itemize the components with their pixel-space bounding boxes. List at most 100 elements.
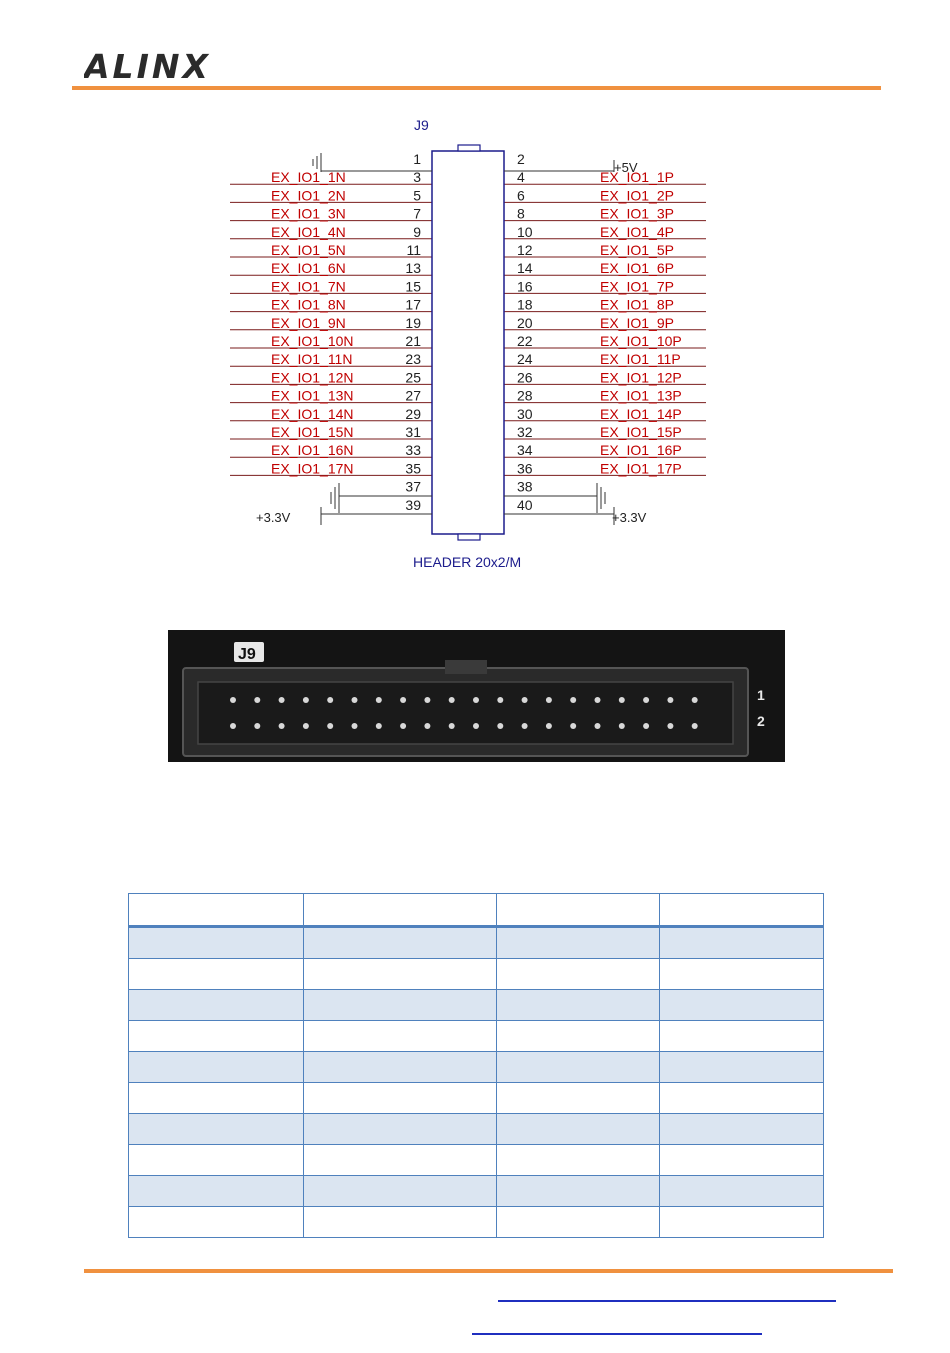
table-cell — [303, 989, 497, 1021]
net-label-right: EX_IO1_17P — [600, 460, 682, 476]
connector-pin — [302, 697, 309, 703]
table-cell — [659, 1051, 824, 1083]
pin-number-left: 33 — [405, 442, 421, 458]
connector-pin — [545, 723, 552, 729]
pin-number-right: 38 — [517, 479, 533, 495]
pin-number-left: 21 — [405, 333, 421, 349]
connector-pins — [230, 697, 698, 729]
connector-pin — [473, 723, 479, 729]
table-cell — [303, 1082, 497, 1114]
connector-pin — [302, 723, 309, 729]
connector-pin — [327, 723, 334, 729]
connector-pin — [400, 723, 407, 729]
footer-rule — [84, 1269, 893, 1273]
table-cell — [128, 1082, 304, 1114]
connector-pin — [448, 697, 455, 703]
connector-pin — [691, 697, 698, 703]
pin-number-left: 37 — [405, 479, 421, 495]
net-label-left: EX_IO1_15N — [271, 424, 354, 440]
table-cell — [659, 1113, 824, 1145]
connector-pin — [473, 697, 479, 703]
alinx-logo: ALINX — [84, 47, 211, 86]
header-body — [431, 150, 505, 535]
net-label-right: EX_IO1_1P — [600, 169, 674, 185]
pin-number-left: 11 — [406, 242, 421, 258]
connector-pin — [424, 697, 431, 703]
footer-link-underline-1[interactable] — [498, 1300, 836, 1302]
header-rule — [72, 86, 881, 90]
connector-pin — [424, 723, 431, 729]
table-cell — [659, 989, 824, 1021]
table-cell — [128, 1144, 304, 1176]
net-label-right: EX_IO1_7P — [600, 278, 674, 294]
pin-number-right: 14 — [517, 260, 533, 276]
pin-number-left: 19 — [405, 315, 421, 331]
net-label-right: EX_IO1_6P — [600, 260, 674, 276]
net-label-right: EX_IO1_2P — [600, 187, 674, 203]
table-cell — [659, 926, 824, 959]
pin-number-right: 28 — [517, 388, 533, 404]
connector-pin — [375, 723, 382, 729]
connector-pin — [643, 697, 650, 703]
table-cell — [496, 1082, 660, 1114]
pin-number-left: 31 — [405, 424, 421, 440]
net-label-left: EX_IO1_4N — [271, 224, 346, 240]
table-cell — [659, 1175, 824, 1207]
connector-pin — [497, 723, 504, 729]
net-label-right: EX_IO1_5P — [600, 242, 674, 258]
ground-symbol-right — [504, 483, 615, 525]
net-label-left: EX_IO1_14N — [271, 406, 354, 422]
pin-number-right: 22 — [517, 333, 533, 349]
net-label-left: EX_IO1_7N — [271, 278, 346, 294]
table-cell — [128, 1206, 304, 1238]
table-cell — [496, 958, 660, 990]
pin-number-left: 5 — [413, 187, 421, 203]
table-cell — [303, 1051, 497, 1083]
table-cell — [303, 1020, 497, 1052]
net-label-left: EX_IO1_17N — [271, 460, 354, 476]
power-3v3-left-label: +3.3V — [256, 510, 291, 525]
table-cell — [128, 989, 304, 1021]
table-cell — [496, 1020, 660, 1052]
net-label-right: EX_IO1_15P — [600, 424, 682, 440]
table-cell — [128, 926, 304, 959]
pin-number-left: 15 — [405, 278, 421, 294]
table-cell — [303, 1113, 497, 1145]
pin-number-left: 25 — [405, 369, 421, 385]
connector-pin — [375, 697, 382, 703]
net-label-left: EX_IO1_3N — [271, 206, 346, 222]
table-cell — [303, 1175, 497, 1207]
pin-number-right: 2 — [517, 151, 525, 167]
connector-pin — [521, 697, 528, 703]
j9-board-photo: J9 1 2 — [168, 630, 785, 762]
pin-number-right: 34 — [517, 442, 533, 458]
table-cell — [128, 1020, 304, 1052]
table-cell — [659, 1144, 824, 1176]
table-row — [128, 1113, 824, 1145]
logo-text: ALINX — [84, 47, 211, 86]
pin-number-right: 32 — [517, 424, 533, 440]
connector-pin — [618, 697, 625, 703]
connector-pin — [667, 723, 674, 729]
pin-number-right: 4 — [517, 169, 525, 185]
table-cell — [496, 989, 660, 1021]
footer-link-underline-2[interactable] — [472, 1333, 762, 1335]
table-cell — [496, 926, 660, 959]
pin-number-right: 20 — [517, 315, 533, 331]
silk-j9-label: J9 — [238, 646, 256, 663]
table-cell — [496, 1175, 660, 1207]
power-5v-label: +5V — [614, 160, 638, 175]
connector-pin — [327, 697, 334, 703]
table-cell — [659, 1206, 824, 1238]
footprint-label: HEADER 20x2/M — [413, 554, 521, 570]
table-row — [128, 1144, 824, 1176]
table-cell — [659, 958, 824, 990]
connector-pin — [254, 697, 261, 703]
connector-pin — [351, 697, 358, 703]
table-cell — [496, 1206, 660, 1238]
table-cell — [128, 1051, 304, 1083]
connector-pin — [594, 697, 601, 703]
connector-pin — [278, 723, 285, 729]
table-cell — [128, 1113, 304, 1145]
